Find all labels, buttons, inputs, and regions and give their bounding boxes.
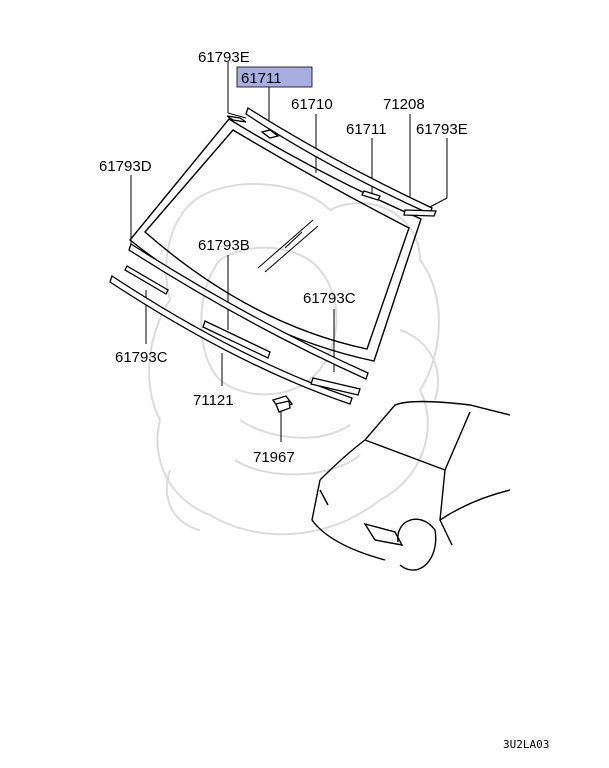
label-61793e-right[interactable]: 61793E: [416, 121, 468, 138]
label-61711-right[interactable]: 61711: [346, 121, 387, 138]
clip-part-71967: [271, 395, 294, 413]
label-61711-highlight[interactable]: 61711: [241, 70, 282, 87]
windshield-glass: [129, 118, 422, 362]
label-71208[interactable]: 71208: [383, 96, 425, 113]
label-61793c-right[interactable]: 61793C: [303, 290, 356, 307]
label-61793c-left[interactable]: 61793C: [115, 349, 168, 366]
lower-moulding-strips: [109, 243, 369, 405]
label-61793d[interactable]: 61793D: [99, 158, 152, 175]
label-61793e-top[interactable]: 61793E: [198, 49, 250, 66]
label-71967[interactable]: 71967: [253, 449, 295, 466]
label-61710[interactable]: 61710: [291, 96, 333, 113]
part-labels: 61793E 61711 61710 71208 61711 61793E 61…: [99, 49, 468, 466]
label-61793b[interactable]: 61793B: [198, 237, 250, 254]
top-moulding-strips: [226, 107, 437, 217]
label-71121[interactable]: 71121: [193, 392, 234, 409]
highlight-box-61711: [236, 66, 313, 88]
vehicle-outline: [311, 400, 511, 571]
diagram-code: 3U2LA03: [503, 738, 549, 751]
